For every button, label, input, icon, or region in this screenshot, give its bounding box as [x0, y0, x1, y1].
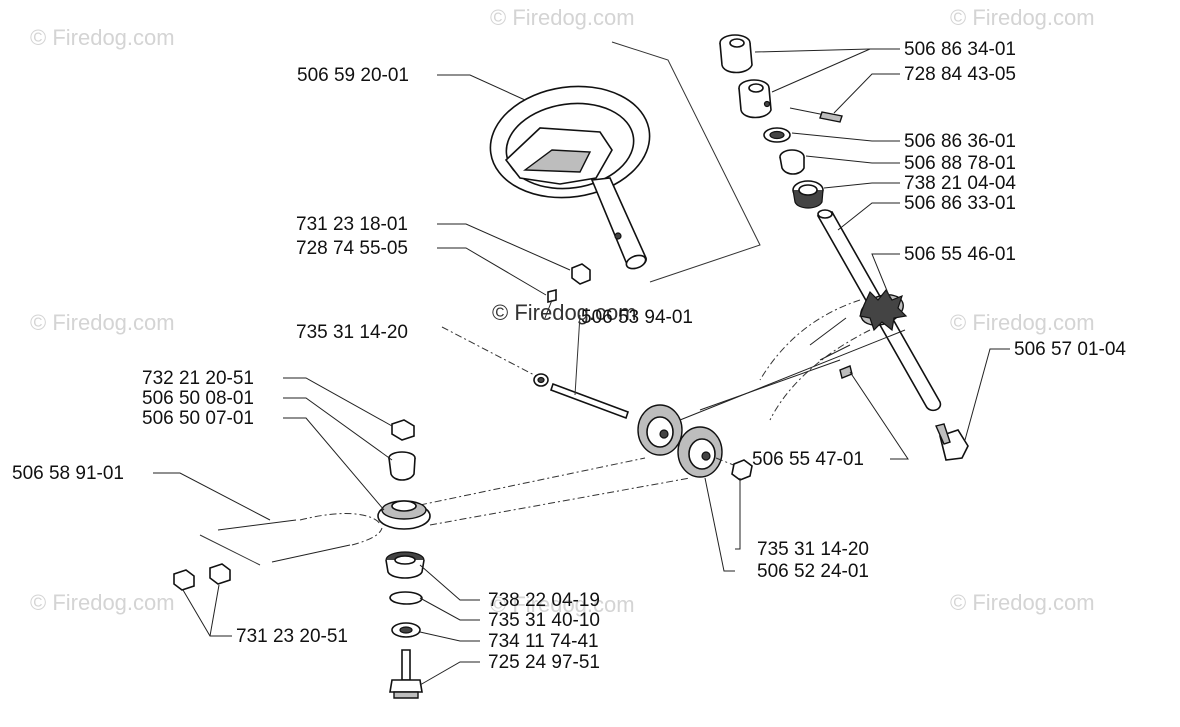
label-nut-wheel: 731 23 18-01	[296, 214, 408, 235]
double-pulley-part	[637, 329, 906, 481]
watermark: © Firedog.com	[950, 310, 1095, 335]
leader-lines	[153, 48, 1010, 686]
label-bolt-lower: 725 24 97-51	[488, 652, 600, 673]
chain-cables-part	[699, 299, 871, 421]
label-pulley-left: 506 50 07-01	[142, 408, 254, 429]
watermark: © Firedog.com	[490, 5, 635, 30]
watermark: © Firedog.com	[30, 590, 175, 615]
label-nut-shaft-left: 735 31 14-20	[296, 322, 408, 343]
label-bearing-upper: 738 21 04-04	[904, 173, 1016, 194]
label-nut-top: 732 21 20-51	[142, 368, 254, 389]
label-pin-center: 506 53 94-01	[581, 307, 693, 328]
label-washer-upper: 506 86 36-01	[904, 131, 1016, 152]
label-chain: 506 55 47-01	[752, 449, 864, 470]
watermark: © Firedog.com	[950, 5, 1095, 30]
center-pin-part	[441, 263, 630, 420]
watermarks: © Firedog.com © Firedog.com © Firedog.co…	[30, 5, 1095, 617]
watermark: © Firedog.com	[490, 592, 635, 617]
label-spacer-top: 506 50 08-01	[142, 388, 254, 409]
steering-wheel-part	[489, 41, 761, 283]
label-nut-pulley-right: 735 31 14-20	[757, 539, 869, 560]
label-steering-shaft: 506 86 33-01	[904, 193, 1016, 214]
label-bushing-small: 506 88 78-01	[904, 153, 1016, 174]
steering-shaft-part	[719, 34, 969, 461]
watermark: © Firedog.com	[30, 25, 175, 50]
label-nuts-cable: 731 23 20-51	[236, 626, 348, 647]
watermark: © Firedog.com	[30, 310, 175, 335]
label-cable: 506 58 91-01	[12, 463, 124, 484]
belt-lines-part	[419, 457, 691, 526]
label-screw-wheel: 728 74 55-05	[296, 238, 408, 259]
cable-part	[173, 513, 383, 591]
label-pulley-double: 506 52 24-01	[757, 561, 869, 582]
label-bolt-right: 506 57 01-04	[1014, 339, 1126, 360]
watermark: © Firedog.com	[492, 300, 637, 325]
part-labels: 506 59 20-01 506 86 34-01 728 84 43-05 5…	[12, 39, 1126, 673]
label-sprocket: 506 55 46-01	[904, 244, 1016, 265]
label-set-screw: 728 84 43-05	[904, 64, 1016, 85]
watermark: © Firedog.com	[950, 590, 1095, 615]
label-circlip: 735 31 40-10	[488, 610, 600, 631]
label-bearing-lower: 738 22 04-19	[488, 590, 600, 611]
label-steering-wheel: 506 59 20-01	[297, 65, 409, 86]
label-washer-lower: 734 11 74-41	[488, 631, 599, 652]
left-pulley-stack-part	[377, 419, 431, 699]
label-bushing-upper: 506 86 34-01	[904, 39, 1016, 60]
